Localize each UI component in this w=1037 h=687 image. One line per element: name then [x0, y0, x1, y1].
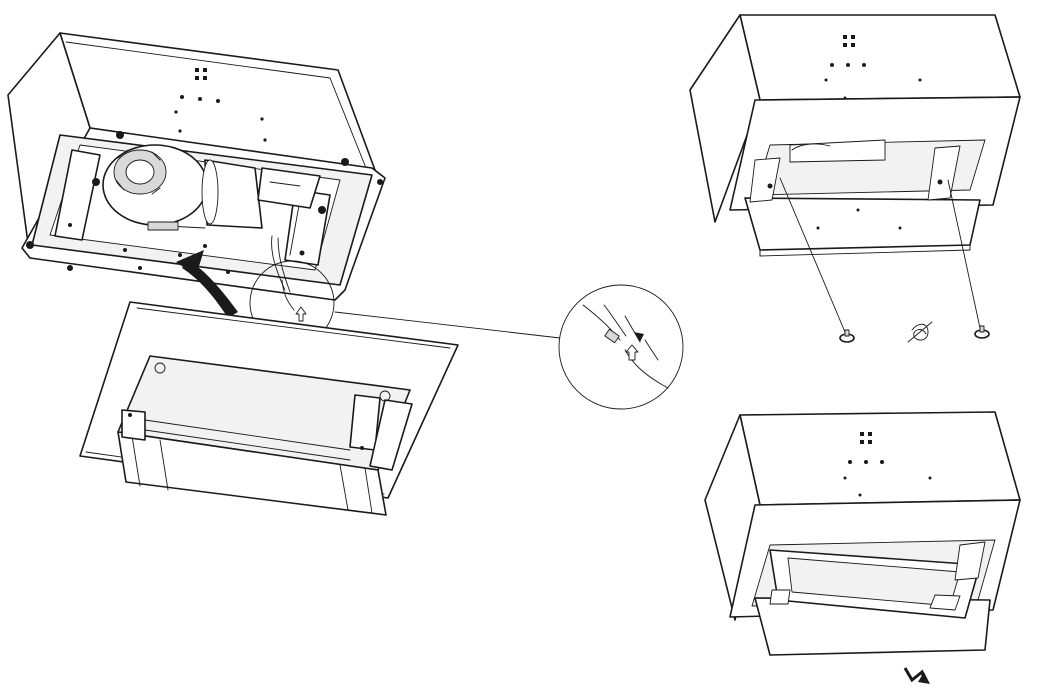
hood-right-bottom — [704, 411, 1021, 684]
right-bracket — [284, 189, 331, 266]
hood-body-left — [7, 32, 386, 301]
blower-fan — [102, 144, 263, 231]
hood-right-top — [689, 14, 1021, 343]
rotate-arrow-icon — [903, 667, 930, 684]
connector-arrow-icon — [625, 344, 639, 361]
screw-icon — [839, 325, 990, 343]
curved-arrow-icon — [176, 250, 238, 318]
left-bracket — [54, 149, 101, 241]
top-holes — [174, 68, 267, 142]
front-panel — [79, 301, 459, 516]
cable-clip-icon — [907, 321, 933, 343]
cable-connector-detail — [558, 284, 684, 410]
